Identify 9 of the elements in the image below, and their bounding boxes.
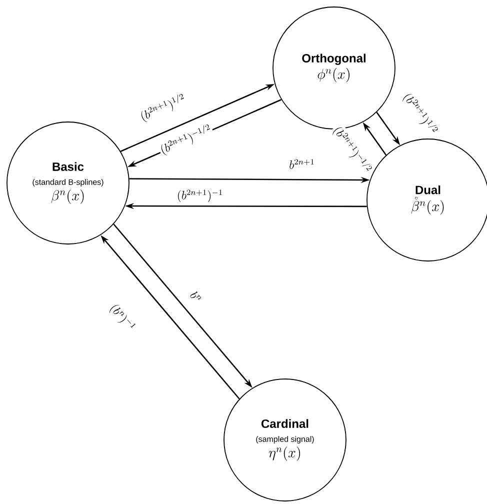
edge-label: $b^n$ <box>188 288 204 306</box>
edge-label: $(b^n)^{-1}$ <box>106 300 138 336</box>
edge-label: $b^{2n+1}$ <box>288 158 316 170</box>
edge-label: $(b^{2n+1})^{1/2}$ <box>399 89 441 139</box>
edge-label: $(b^{2n+1})^{-1}$ <box>176 188 224 204</box>
circle-node: Cardinal (sampled signal) $\eta^n(x)$ <box>224 378 346 502</box>
circle-node: Basic (standard B-splines) $\beta^n(x)$ <box>6 122 130 244</box>
edge-label: $(b^{2n+1})^{-1/2}$ <box>156 122 216 158</box>
edge-label: $(b^{2n+1})^{-1/2}$ <box>329 122 375 178</box>
